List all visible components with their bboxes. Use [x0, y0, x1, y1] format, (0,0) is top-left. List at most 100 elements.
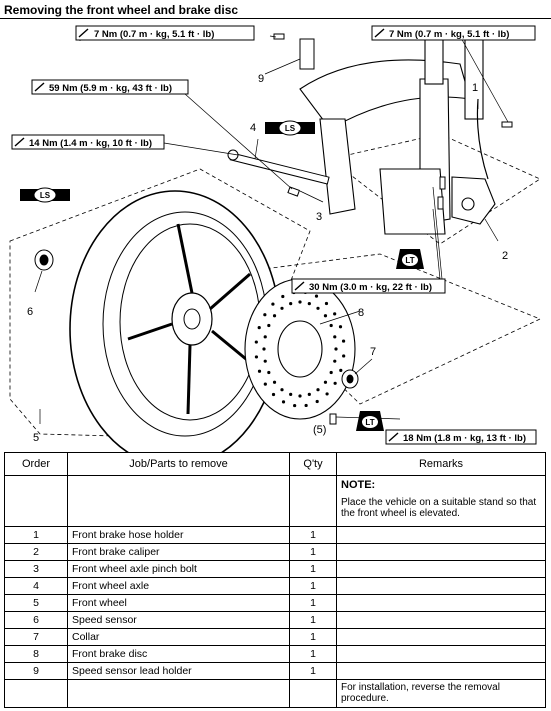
disc-hole — [298, 300, 302, 304]
callout-3: 3 — [316, 211, 322, 223]
disc-hole — [333, 359, 337, 363]
row-qty: 1 — [289, 662, 337, 680]
torque-3-text: 59 Nm (5.9 m · kg, 43 ft · lb) — [49, 83, 172, 94]
brake-hose — [476, 98, 489, 180]
row-remarks — [336, 526, 546, 544]
disc-hole — [272, 380, 277, 384]
row-qty: 1 — [289, 611, 337, 629]
disc-hole — [307, 392, 311, 396]
row-remarks — [336, 611, 546, 629]
disc-hole — [257, 369, 262, 373]
disc-hole — [280, 306, 284, 310]
torque-spec-3: 59 Nm (5.9 m · kg, 43 ft · lb) — [31, 79, 189, 95]
row-job: Front brake hose holder — [67, 526, 290, 544]
disc-hole — [333, 312, 337, 316]
disc-hole — [293, 403, 297, 408]
disc-hole — [263, 313, 267, 317]
ls-label-1: LS — [40, 191, 51, 200]
row-job: Collar — [67, 628, 290, 646]
lt-label-1: LT — [405, 256, 414, 265]
row-order: 8 — [4, 645, 68, 663]
row-job: Front brake caliper — [67, 543, 290, 561]
callout-1: 1 — [472, 82, 478, 94]
row-qty: 1 — [289, 628, 337, 646]
torque-spec-2: 7 Nm (0.7 m · kg, 5.1 ft · lb) — [371, 25, 536, 41]
header-job: Job/Parts to remove — [67, 452, 290, 476]
front-fork — [299, 38, 484, 235]
disc-hole — [281, 294, 285, 299]
row-remarks — [336, 662, 546, 680]
callout-2: 2 — [502, 250, 508, 262]
speed-sensor — [34, 249, 54, 271]
disc-hole — [333, 381, 337, 385]
row-job: Front wheel axle — [67, 577, 290, 595]
grease-ls-icon: LS — [20, 187, 70, 203]
disc-hole — [338, 325, 343, 329]
disc-hole — [272, 314, 277, 318]
disc-hole — [342, 354, 346, 358]
torque-spec-6: 18 Nm (1.8 m · kg, 13 ft · lb) — [385, 429, 537, 445]
title-divider — [0, 18, 551, 19]
row-remarks — [336, 560, 546, 578]
callout-5: 5 — [33, 432, 39, 444]
disc-hole — [315, 399, 319, 404]
row-qty: 1 — [289, 543, 337, 561]
threadlock-lt-icon: LT — [396, 249, 424, 269]
disc-hole — [271, 302, 275, 306]
row-order: 3 — [4, 560, 68, 578]
disc-hole — [263, 359, 267, 363]
callout-5-paren: (5) — [313, 424, 326, 436]
disc-hole — [281, 400, 286, 404]
row-job: Front wheel axle pinch bolt — [67, 560, 290, 578]
disc-hole — [329, 370, 333, 375]
callout-6: 6 — [27, 306, 33, 318]
disc-hole — [324, 301, 329, 306]
header-remarks: Remarks — [336, 452, 546, 476]
disc-hole — [323, 380, 328, 384]
disc-hole — [333, 335, 337, 339]
torque-4-text: 14 Nm (1.4 m · kg, 10 ft · lb) — [29, 138, 152, 149]
row-order: 5 — [4, 594, 68, 612]
installation-remark: For installation, reverse the removal pr… — [341, 682, 500, 704]
row-qty: 1 — [289, 645, 337, 663]
torque-6-text: 18 Nm (1.8 m · kg, 13 ft · lb) — [403, 433, 526, 444]
disc-hole — [304, 403, 308, 408]
lt-label-2: LT — [365, 418, 374, 427]
note-text: Place the vehicle on a suitable stand so… — [341, 497, 537, 519]
disc-hole — [341, 339, 346, 343]
row-remarks — [336, 628, 546, 646]
row-qty: 1 — [289, 560, 337, 578]
torque-2-text: 7 Nm (0.7 m · kg, 5.1 ft · lb) — [389, 29, 509, 40]
front-brake-disc — [244, 278, 356, 420]
disc-hole — [289, 302, 293, 306]
row-remarks — [336, 594, 546, 612]
row-job: Speed sensor — [67, 611, 290, 629]
row-order: 6 — [4, 611, 68, 629]
row-remarks — [336, 543, 546, 561]
threadlock-lt-icon: LT — [356, 411, 384, 431]
callout-8: 8 — [358, 307, 364, 319]
torque-5-text: 30 Nm (3.0 m · kg, 22 ft · lb) — [309, 282, 432, 293]
torque-spec-5: 30 Nm (3.0 m · kg, 22 ft · lb) — [291, 278, 446, 294]
exploded-diagram: 7 Nm (0.7 m · kg, 5.1 ft · lb) 7 Nm (0.7… — [9, 25, 541, 452]
torque-spec-1: 7 Nm (0.7 m · kg, 5.1 ft · lb) — [75, 25, 255, 41]
callouts: 1 2 3 4 5 6 7 8 9 (5) — [27, 73, 508, 444]
row-qty: 1 — [289, 594, 337, 612]
row-qty: 1 — [289, 526, 337, 544]
callout-9: 9 — [258, 73, 264, 85]
row-job: Front wheel — [67, 594, 290, 612]
disc-hole — [289, 392, 293, 396]
disc-hole — [298, 394, 302, 398]
header-order: Order — [4, 452, 68, 476]
page-title: Removing the front wheel and brake disc — [4, 3, 239, 17]
disc-hole — [323, 314, 328, 318]
disc-hole — [325, 392, 329, 396]
front-wheel — [69, 190, 281, 452]
torque-1-text: 7 Nm (0.7 m · kg, 5.1 ft · lb) — [94, 29, 214, 40]
disc-hole — [314, 294, 319, 298]
ls-label-2: LS — [285, 124, 296, 133]
